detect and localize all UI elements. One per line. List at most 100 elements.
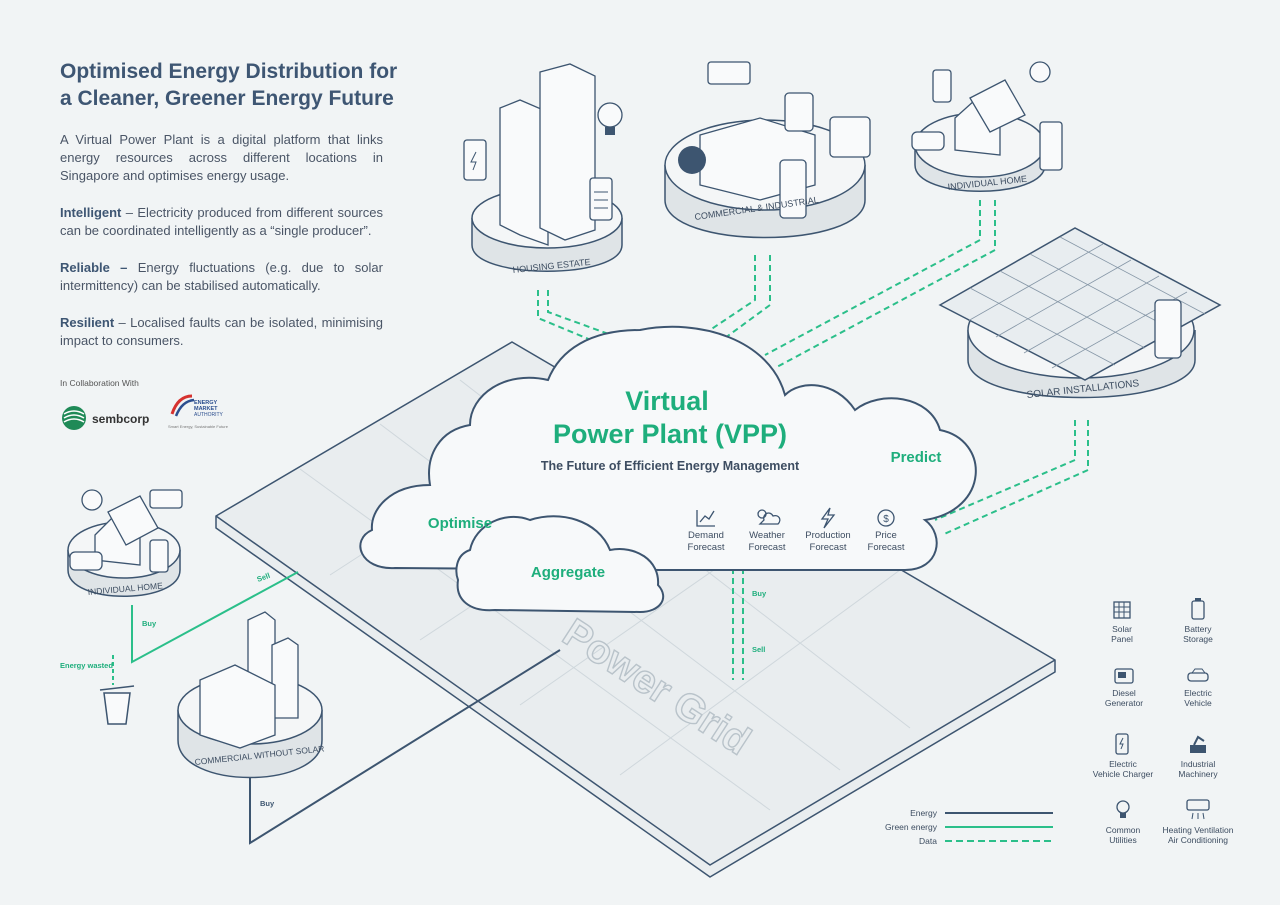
weather-icon: [757, 509, 781, 525]
car-icon: [69, 551, 103, 571]
charger-icon: [149, 539, 169, 573]
chart-icon: [696, 510, 715, 527]
legend-label-line-1: Industrial: [1180, 759, 1216, 769]
ema-line-1: ENERGY: [194, 400, 218, 406]
page-title: Optimised Energy Distribution for a Clea…: [60, 58, 400, 112]
feature-term: Resilient: [60, 315, 115, 330]
key-data-line: [945, 840, 1053, 842]
vpp-cloud: [359, 325, 977, 614]
sembcorp-logo: sembcorp: [62, 406, 149, 430]
lightning-icon: [820, 507, 836, 529]
trash-bin-icon: [99, 685, 135, 725]
ema-tagline: Smart Energy, Sustainable Future: [168, 424, 229, 429]
vpp-subtitle: The Future of Efficient Energy Managemen…: [541, 459, 800, 473]
legend-label-line-2: Machinery: [1178, 769, 1218, 779]
vpp-title-line-2: Power Plant (VPP): [553, 419, 787, 449]
buy-home-label: Buy: [142, 619, 157, 628]
solar-panel-icon: [969, 79, 1026, 133]
node-individual-home-left: INDIVIDUAL HOME: [67, 489, 183, 597]
battery-icon: [589, 177, 613, 221]
ema-line-3: AUTHORITY: [194, 412, 224, 418]
function-aggregate: Aggregate: [531, 564, 605, 581]
node-individual-home-top: INDIVIDUAL HOME: [911, 61, 1063, 192]
energy-wasted-label: Energy wasted: [60, 661, 113, 670]
forecast-label: Forecast: [810, 542, 847, 553]
legend-label-line-2: Air Conditioning: [1167, 835, 1228, 845]
legend-label-line-2: Storage: [1183, 634, 1213, 644]
legend-label-line-1: Common: [1105, 825, 1141, 835]
key-energy-label: Energy: [910, 808, 937, 818]
battery-icon: [779, 159, 807, 219]
car-icon: [1187, 668, 1209, 682]
legend-label-line-1: Battery: [1184, 624, 1212, 634]
sembcorp-wordmark: sembcorp: [92, 412, 149, 426]
key-green-energy-line: [945, 826, 1053, 828]
forecast-label: Forecast: [868, 542, 905, 553]
ema-line-2: MARKET: [194, 406, 218, 412]
forecast-label: Forecast: [749, 542, 786, 553]
function-optimise: Optimise: [428, 515, 492, 532]
generator-icon: [1114, 668, 1134, 684]
vpp-title-line-1: Virtual: [625, 386, 709, 416]
machinery-icon: [1190, 735, 1206, 753]
title-line-2: a Cleaner, Greener Energy Future: [60, 87, 394, 110]
charger-icon: [463, 139, 487, 181]
forecast-label: Production: [805, 530, 850, 541]
buy-vpp-label: Buy: [752, 589, 767, 598]
legend-label-line-2: Panel: [1111, 634, 1133, 644]
legend-label-line-1: Solar: [1112, 624, 1132, 634]
battery-icon: [1154, 299, 1182, 359]
legend-label-line-1: Diesel: [1112, 688, 1136, 698]
feature-term: Reliable –: [60, 260, 128, 275]
battery-icon: [1191, 598, 1205, 620]
legend-label-line-2: Vehicle Charger: [1092, 769, 1154, 779]
feature-text: Energy fluctuations (e.g. due to solar i…: [60, 260, 383, 293]
forecast-label: Forecast: [688, 542, 725, 553]
buy-commercial-label: Buy: [260, 799, 275, 808]
feature-term: Intelligent: [60, 205, 122, 220]
forecast-label: Demand: [688, 530, 724, 541]
forecast-label: Price: [875, 530, 897, 541]
feature-intelligent: Intelligent – Electricity produced from …: [60, 204, 383, 240]
feature-reliable: Reliable – Energy fluctuations (e.g. due…: [60, 259, 383, 295]
title-line-1: Optimised Energy Distribution for: [60, 60, 398, 83]
sell-vpp-label: Sell: [752, 645, 765, 654]
machinery-icon: [678, 146, 706, 174]
sell-home-label: Sell: [256, 571, 272, 584]
collaboration-label: In Collaboration With: [60, 378, 139, 388]
forecast-label: Weather: [749, 530, 785, 541]
feature-text: – Electricity produced from different so…: [60, 205, 383, 238]
legend-label-line-1: Heating Ventilation: [1162, 825, 1234, 835]
bulb-icon: [81, 489, 103, 511]
ema-logo: ENERGY MARKET AUTHORITY Smart Energy, Su…: [168, 394, 229, 429]
node-commercial-industrial: COMMERCIAL & INDUSTRIAL: [664, 61, 871, 239]
legend-label-line-1: Electric: [1184, 688, 1212, 698]
generator-icon: [829, 116, 871, 158]
hvac-icon: [1186, 799, 1210, 820]
charger-icon: [1115, 733, 1129, 755]
charger-icon: [932, 69, 952, 103]
solar-panel-icon: [107, 495, 159, 546]
key-green-energy-label: Green energy: [885, 822, 937, 832]
key-energy-line: [945, 812, 1053, 814]
node-housing-estate: HOUSING ESTATE: [463, 63, 623, 275]
car-icon: [911, 131, 945, 151]
feature-resilient: Resilient – Localised faults can be isol…: [60, 314, 383, 350]
bulb-icon: [597, 102, 623, 135]
battery-icon: [1039, 121, 1063, 171]
node-solar-installations: SOLAR INSTALLATIONS: [938, 227, 1222, 401]
solar-panel-icon: [938, 227, 1222, 381]
solar-panel-icon: [1113, 601, 1131, 619]
bulb-icon: [1116, 800, 1130, 818]
svg-text:$: $: [883, 514, 889, 525]
dollar-icon: $: [877, 509, 895, 527]
